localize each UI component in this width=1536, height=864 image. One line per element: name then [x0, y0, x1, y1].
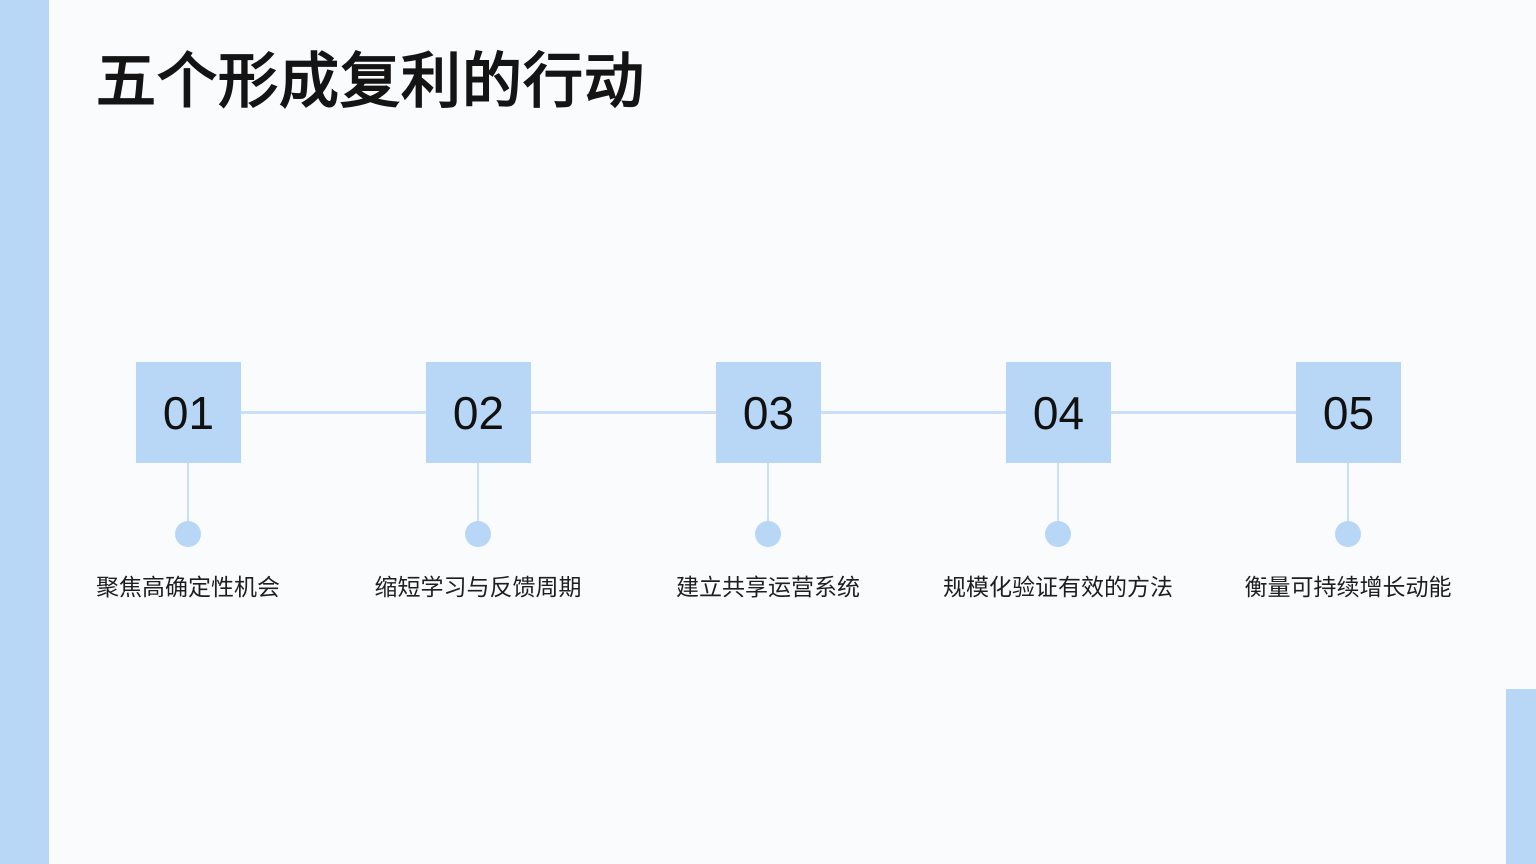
step-stem-line — [767, 463, 769, 523]
step-dot — [465, 521, 491, 547]
step-label: 建立共享运营系统 — [676, 575, 860, 601]
step-stem-line — [187, 463, 189, 523]
step-label: 缩短学习与反馈周期 — [374, 575, 582, 601]
step-stem-line — [1347, 463, 1349, 523]
step-dot — [755, 521, 781, 547]
right-accent-bar — [1506, 689, 1536, 864]
step-label: 聚焦高确定性机会 — [96, 575, 280, 601]
page-title: 五个形成复利的行动 — [96, 47, 645, 117]
step-dot — [1335, 521, 1361, 547]
left-accent-bar — [0, 0, 49, 864]
step-number-box: 05 — [1296, 362, 1401, 463]
step-number-box: 01 — [136, 362, 241, 463]
step-number-box: 02 — [426, 362, 531, 463]
step-label: 规模化验证有效的方法 — [943, 575, 1173, 601]
step-stem-line — [477, 463, 479, 523]
step-stem-line — [1057, 463, 1059, 523]
step-label: 衡量可持续增长动能 — [1244, 575, 1452, 601]
step-dot — [1045, 521, 1071, 547]
step-number-box: 04 — [1006, 362, 1111, 463]
step-number-box: 03 — [716, 362, 821, 463]
step-dot — [175, 521, 201, 547]
